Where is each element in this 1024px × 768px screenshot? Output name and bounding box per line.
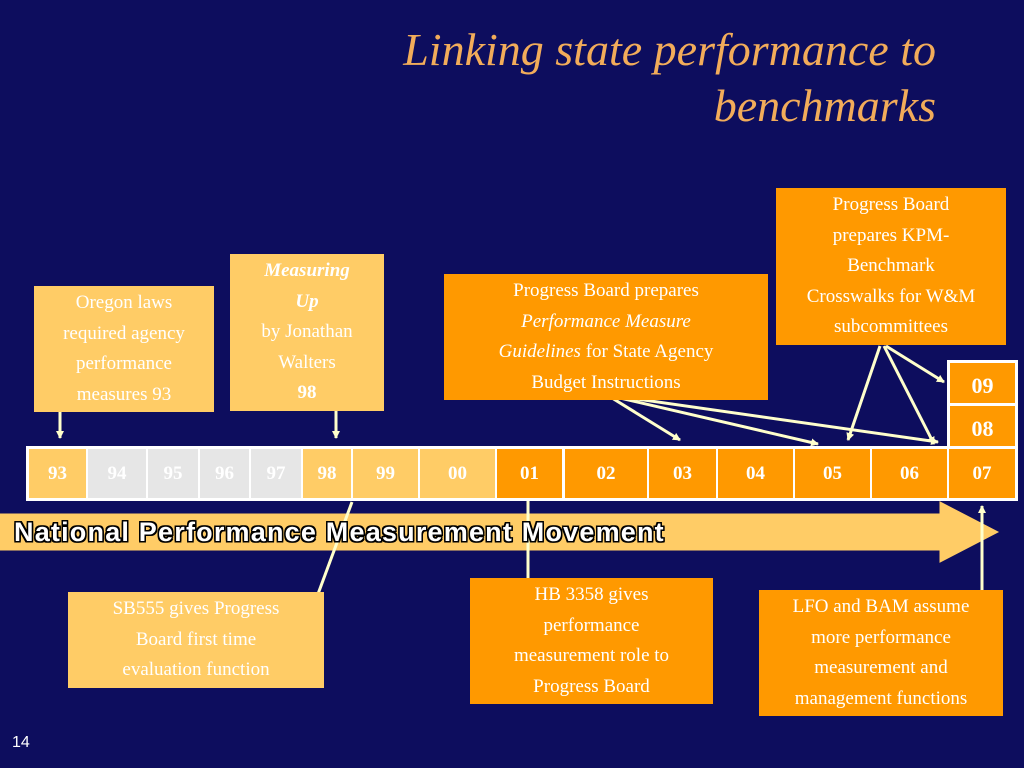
hb3358-line-3: measurement role to: [513, 645, 670, 666]
kpm-line-2: prepares KPM-: [832, 224, 950, 246]
kpm-arrow-05: [846, 345, 882, 441]
oregon-laws-box: Oregon laws required agency performance …: [34, 286, 214, 412]
guidelines-line-3-rest: for State Agency: [580, 341, 714, 362]
lfo-bam-line-4: management functions: [794, 687, 968, 709]
hb3358-line-4: Progress Board: [533, 675, 650, 697]
measuring-up-box: Measuring Up by Jonathan Walters 98: [230, 254, 384, 411]
kpm-arrow-09: [885, 344, 945, 384]
timeline-year-03: 03: [649, 449, 716, 498]
page-number: 14: [12, 734, 30, 751]
sb555-line-3: evaluation function: [122, 659, 270, 680]
measuring-up-author-1: by Jonathan: [261, 321, 353, 342]
hb3358-line-2: performance: [543, 614, 640, 636]
slide-title-line-1: Linking state performance to: [403, 24, 936, 75]
timeline-year-94: 94: [88, 449, 146, 498]
timeline-year-00: 00: [420, 449, 495, 498]
guidelines-line-2: Performance Measure: [521, 310, 691, 332]
lfo-bam-line-2: more performance: [811, 626, 951, 648]
timeline-year-96: 96: [200, 449, 249, 498]
sb555-box: SB555 gives Progress Board first time ev…: [68, 592, 324, 688]
sb555-line-2: Board first time: [135, 628, 257, 650]
measuring-up-year: 98: [297, 382, 317, 403]
hb3358-box: HB 3358 gives performance measurement ro…: [470, 578, 713, 704]
sb555-line-1: SB555 gives Progress: [112, 598, 280, 619]
timeline-year-07: 07: [949, 449, 1015, 498]
lfo-bam-line-3: measurement and: [814, 657, 948, 678]
slide-title: Linking state performance to benchmarks: [176, 22, 936, 134]
kpm-line-4: Crosswalks for W&M: [806, 285, 976, 307]
timeline-year-99: 99: [353, 449, 418, 498]
guidelines-box: Progress Board prepares Performance Meas…: [444, 274, 768, 400]
lfo-bam-line-1: LFO and BAM assume: [792, 596, 970, 617]
movement-band-label: National Performance Measurement Movemen…: [14, 517, 665, 547]
guidelines-arrow-05: [619, 396, 819, 447]
measuring-up-title-1: Measuring: [264, 260, 350, 281]
guidelines-arrow-07: [629, 396, 939, 445]
sb555-connector: [316, 501, 354, 595]
measuring-up-author-2: Walters: [278, 351, 336, 373]
guidelines-line-3-italic: Guidelines: [498, 341, 581, 362]
timeline-year-04: 04: [718, 449, 793, 498]
guidelines-line-4: Budget Instructions: [531, 371, 681, 393]
timeline-year-97: 97: [251, 449, 301, 498]
guidelines-line-1: Progress Board prepares: [513, 280, 699, 301]
oregon-laws-line-2: required agency: [63, 322, 185, 344]
hb3358-line-1: HB 3358 gives: [534, 584, 649, 605]
lfo-bam-box: LFO and BAM assume more performance meas…: [759, 590, 1003, 716]
oregon-laws-line-3: performance: [76, 353, 172, 374]
timeline-year-98: 98: [303, 449, 351, 498]
oregon-laws-line-4: measures 93: [76, 383, 172, 405]
timeline-year-93: 93: [29, 449, 86, 498]
timeline-row: 93 94 95 96 97 98 99 00 01 02 03 04 05 0…: [26, 446, 1018, 501]
oregon-laws-line-1: Oregon laws: [75, 292, 173, 313]
kpm-box: Progress Board prepares KPM- Benchmark C…: [776, 188, 1006, 345]
slide-title-line-2: benchmarks: [713, 80, 936, 131]
timeline-year-01: 01: [497, 449, 562, 498]
guidelines-arrow-03: [611, 396, 681, 442]
timeline-year-05: 05: [795, 449, 870, 498]
timeline-year-95: 95: [148, 449, 198, 498]
kpm-line-3: Benchmark: [847, 255, 935, 276]
timeline-year-02: 02: [565, 449, 647, 498]
kpm-arrow-08: [882, 345, 936, 445]
measuring-up-title-2: Up: [295, 290, 319, 312]
kpm-line-1: Progress Board: [832, 194, 950, 215]
movement-band-arrow: [0, 501, 1000, 563]
kpm-line-5: subcommittees: [834, 316, 948, 337]
timeline-year-06: 06: [872, 449, 947, 498]
